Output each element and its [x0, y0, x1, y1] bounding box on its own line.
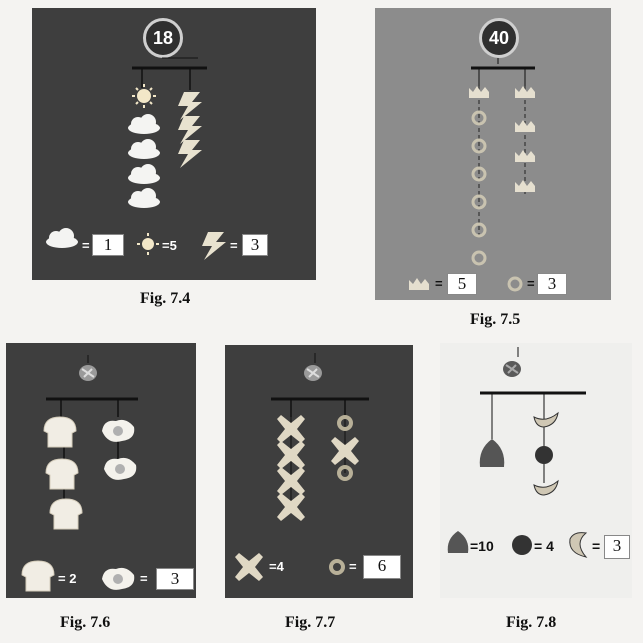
figure-7-4-panel: 18: [32, 8, 316, 280]
lightning-icon: [202, 232, 226, 260]
ring-icon: [471, 194, 487, 210]
crown-icon: [469, 86, 489, 98]
crown-icon: [515, 180, 535, 192]
lightning-icon: [178, 92, 202, 120]
ring-icon: [471, 138, 487, 154]
mobile-diagram: [447, 347, 588, 558]
crown-icon: [515, 150, 535, 162]
sun-icon: [137, 233, 159, 255]
legend-equals: =4: [269, 559, 284, 574]
egg-icon: [104, 457, 137, 480]
legend-equals: =: [435, 276, 443, 291]
answer-box: 3: [537, 273, 567, 295]
bird-icon: [503, 361, 521, 377]
cloud-icon: [46, 228, 78, 248]
legend-equals: =: [527, 276, 535, 291]
mobile-diagram: [21, 355, 138, 592]
figure-caption: Fig. 7.7: [285, 614, 336, 631]
legend-equals: = 4: [534, 538, 554, 554]
figure-caption: Fig. 7.6: [60, 614, 111, 631]
onion-icon: [447, 531, 469, 553]
crown-icon: [409, 278, 429, 290]
ring-icon: [471, 222, 487, 238]
ring-icon: [507, 276, 523, 292]
answer-box: 1: [92, 234, 124, 256]
tomato-icon: [512, 535, 532, 555]
cross-icon: [277, 441, 305, 469]
lightning-icon: [178, 116, 202, 144]
legend-equals: =: [230, 238, 238, 253]
donut-icon: [337, 465, 353, 481]
lightning-icon: [178, 140, 202, 168]
legend-equals: =: [82, 238, 90, 253]
crown-icon: [515, 86, 535, 98]
egg-icon: [102, 419, 135, 442]
bread-icon: [21, 560, 55, 592]
ring-icon: [471, 250, 487, 266]
banana-icon: [533, 479, 559, 496]
figure-7-6-panel: = 2 = 3: [6, 343, 196, 598]
mobile-diagram: [409, 58, 535, 292]
bread-icon: [43, 416, 77, 448]
ring-icon: [471, 110, 487, 126]
answer-box: 3: [242, 234, 268, 256]
bread-icon: [49, 498, 83, 530]
ring-icon: [471, 166, 487, 182]
tomato-icon: [535, 446, 553, 464]
legend-equals: =10: [470, 538, 494, 554]
answer-box: 5: [447, 273, 477, 295]
cross-icon: [277, 493, 305, 521]
donut-icon: [337, 415, 353, 431]
legend-equals: =: [349, 559, 357, 574]
cloud-icon: [128, 139, 160, 159]
target-number: 18: [143, 18, 183, 58]
figure-7-7-panel: =4 = 6: [225, 345, 413, 598]
answer-box: 6: [363, 555, 401, 579]
cloud-icon: [128, 164, 160, 184]
figure-7-5-panel: 40 = 5 = 3: [375, 8, 611, 300]
cross-icon: [277, 467, 305, 495]
sun-icon: [132, 84, 156, 108]
cross-icon: [331, 437, 359, 465]
answer-box: 3: [156, 568, 194, 590]
donut-icon: [329, 559, 345, 575]
figure-caption: Fig. 7.5: [470, 311, 521, 328]
egg-icon: [102, 567, 135, 590]
legend-equals: =: [592, 538, 601, 554]
cross-icon: [277, 415, 305, 443]
banana-icon: [533, 411, 559, 428]
answer-box: 3: [604, 535, 630, 559]
bird-icon: [79, 365, 97, 381]
figure-caption: Fig. 7.8: [506, 614, 557, 631]
cloud-icon: [128, 188, 160, 208]
onion-icon: [479, 439, 505, 467]
banana-icon: [569, 532, 588, 558]
target-number: 40: [479, 18, 519, 58]
cross-icon: [235, 553, 263, 581]
mobile-diagram: [46, 57, 226, 260]
legend-equals: =: [140, 571, 148, 586]
figure-7-8-panel: =10 = 4 = 3: [440, 343, 632, 598]
bread-icon: [45, 458, 79, 490]
legend-equals: =5: [162, 238, 177, 253]
bird-icon: [304, 365, 322, 381]
cloud-icon: [128, 114, 160, 134]
figure-caption: Fig. 7.4: [140, 290, 191, 307]
legend-equals: = 2: [58, 571, 77, 586]
mobile-diagram: [235, 353, 369, 581]
crown-icon: [515, 120, 535, 132]
